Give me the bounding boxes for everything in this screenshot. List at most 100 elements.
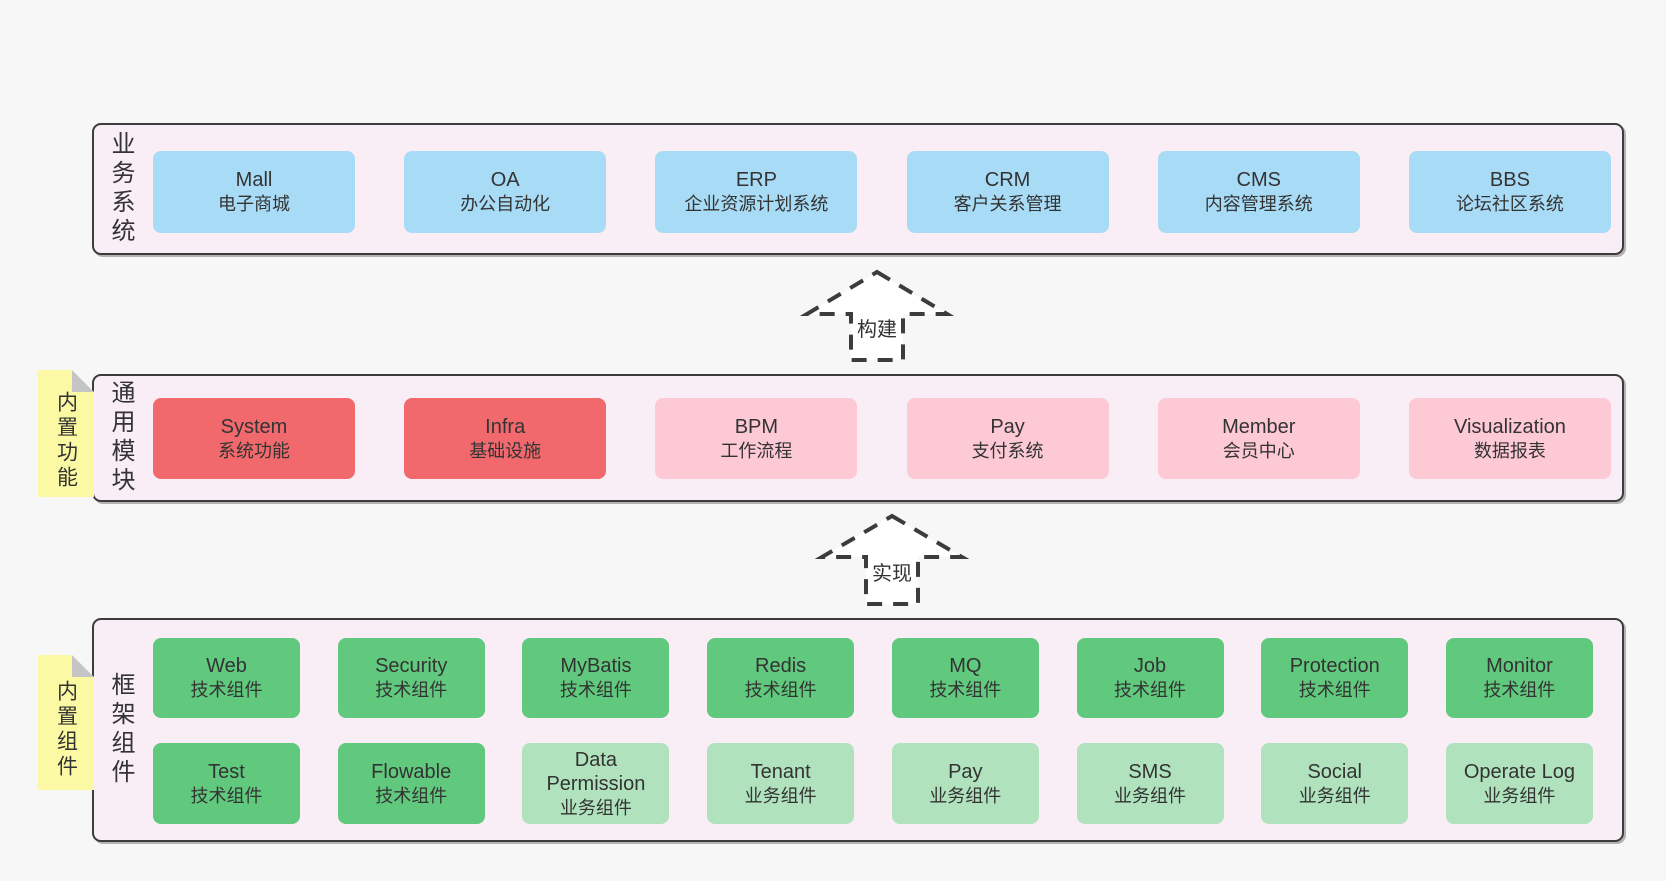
box-subtitle: 技术组件 <box>190 680 263 700</box>
box-title: Test <box>208 760 245 783</box>
bbs-box: BBS 论坛社区系统 <box>1408 151 1611 233</box>
box-title: SMS <box>1128 760 1172 783</box>
sticky-note-components-label: 内置组件 <box>54 679 78 780</box>
box-title: Operate Log <box>1463 760 1576 783</box>
box-subtitle: 系统功能 <box>218 440 290 461</box>
box-subtitle: 数据报表 <box>1473 440 1546 461</box>
box-title: CMS <box>1236 169 1281 191</box>
box-title: MyBatis <box>560 655 632 677</box>
box-title: Web <box>206 655 247 677</box>
box-title: BPM <box>734 415 779 438</box>
box-subtitle: 技术组件 <box>929 680 1002 700</box>
box-subtitle: 技术组件 <box>559 680 632 700</box>
box-subtitle: 电子商城 <box>218 194 290 214</box>
mall-box: Mall 电子商城 <box>153 151 355 233</box>
box-subtitle: 业务组件 <box>1114 785 1187 806</box>
web-box: Web 技术组件 <box>153 638 300 718</box>
erp-box: ERP 企业资源计划系统 <box>655 151 858 233</box>
box-subtitle: 技术组件 <box>1298 680 1371 700</box>
box-title: Security <box>375 655 448 677</box>
sticky-note-features-label: 内置功能 <box>54 390 78 491</box>
box-title: Infra <box>485 415 526 438</box>
panel-modules-label: 通用模块 <box>107 380 134 496</box>
box-subtitle: 客户关系管理 <box>953 194 1062 214</box>
box-title: CRM <box>984 169 1031 191</box>
box-subtitle: 业务组件 <box>1483 785 1556 806</box>
panel-components-label: 框架组件 <box>107 672 134 788</box>
box-subtitle: 技术组件 <box>744 680 817 700</box>
job-box: Job 技术组件 <box>1076 638 1224 718</box>
sticky-note-builtin-features: 内置功能 <box>38 370 94 497</box>
box-subtitle: 内容管理系统 <box>1204 194 1313 214</box>
box-title: Flowable <box>371 760 452 783</box>
folded-corner-icon <box>72 655 94 677</box>
box-title: Redis <box>755 655 807 677</box>
box-subtitle: 业务组件 <box>559 797 632 818</box>
security-box: Security 技术组件 <box>337 638 485 718</box>
box-subtitle: 会员中心 <box>1222 440 1295 461</box>
arrow-label-implement: 实现 <box>869 557 915 586</box>
box-title: Protection <box>1289 655 1380 677</box>
box-title: ERP <box>735 169 777 191</box>
box-title: Pay <box>990 415 1025 438</box>
box-title: Mall <box>235 169 273 191</box>
box-title: BBS <box>1489 169 1530 191</box>
redis-box: Redis 技术组件 <box>707 638 855 718</box>
box-subtitle: 技术组件 <box>375 785 448 806</box>
box-subtitle: 技术组件 <box>375 680 448 700</box>
box-title: Pay <box>948 760 983 783</box>
box-subtitle: 支付系统 <box>971 440 1044 461</box>
oa-box: OA 办公自动化 <box>404 151 607 233</box>
box-title: Member <box>1222 415 1296 438</box>
folded-corner-icon <box>72 370 94 392</box>
mq-box: MQ 技术组件 <box>891 638 1039 718</box>
box-subtitle: 工作流程 <box>720 440 793 461</box>
box-title: Tenant <box>750 760 811 783</box>
panel-business-systems: 业务系统 Mall 电子商城 OA 办公自动化 ERP 企业资源计划系统 CRM 客户关系管理… <box>92 123 1624 255</box>
box-title: Visualization <box>1453 415 1566 438</box>
box-title: MQ <box>949 655 982 677</box>
box-subtitle: 技术组件 <box>1114 680 1187 700</box>
box-title: OA <box>490 169 520 191</box>
sticky-note-builtin-components: 内置组件 <box>38 655 94 790</box>
box-subtitle: 技术组件 <box>190 785 263 806</box>
box-title: Data Permission <box>546 748 646 795</box>
cms-box: CMS 内容管理系统 <box>1157 151 1360 233</box>
arrow-label-build: 构建 <box>854 313 900 342</box>
box-subtitle: 办公自动化 <box>460 194 551 214</box>
mybatis-box: MyBatis 技术组件 <box>522 638 670 718</box>
box-subtitle: 基础设施 <box>469 440 542 461</box>
box-title: Job <box>1133 655 1167 677</box>
panel-business-label: 业务系统 <box>107 131 134 247</box>
crm-box: CRM 客户关系管理 <box>906 151 1109 233</box>
box-subtitle: 论坛社区系统 <box>1455 194 1564 214</box>
box-title: System <box>220 415 288 438</box>
box-subtitle: 企业资源计划系统 <box>684 194 829 214</box>
box-subtitle: 业务组件 <box>1298 785 1371 806</box>
box-subtitle: 业务组件 <box>744 785 817 806</box>
business-box-row: Mall 电子商城 OA 办公自动化 ERP 企业资源计划系统 CRM 客户关系管理 CMS 内容… <box>153 151 1611 233</box>
box-title: Monitor <box>1486 655 1553 677</box>
box-subtitle: 业务组件 <box>929 785 1002 806</box>
protection-box: Protection 技术组件 <box>1261 638 1409 718</box>
